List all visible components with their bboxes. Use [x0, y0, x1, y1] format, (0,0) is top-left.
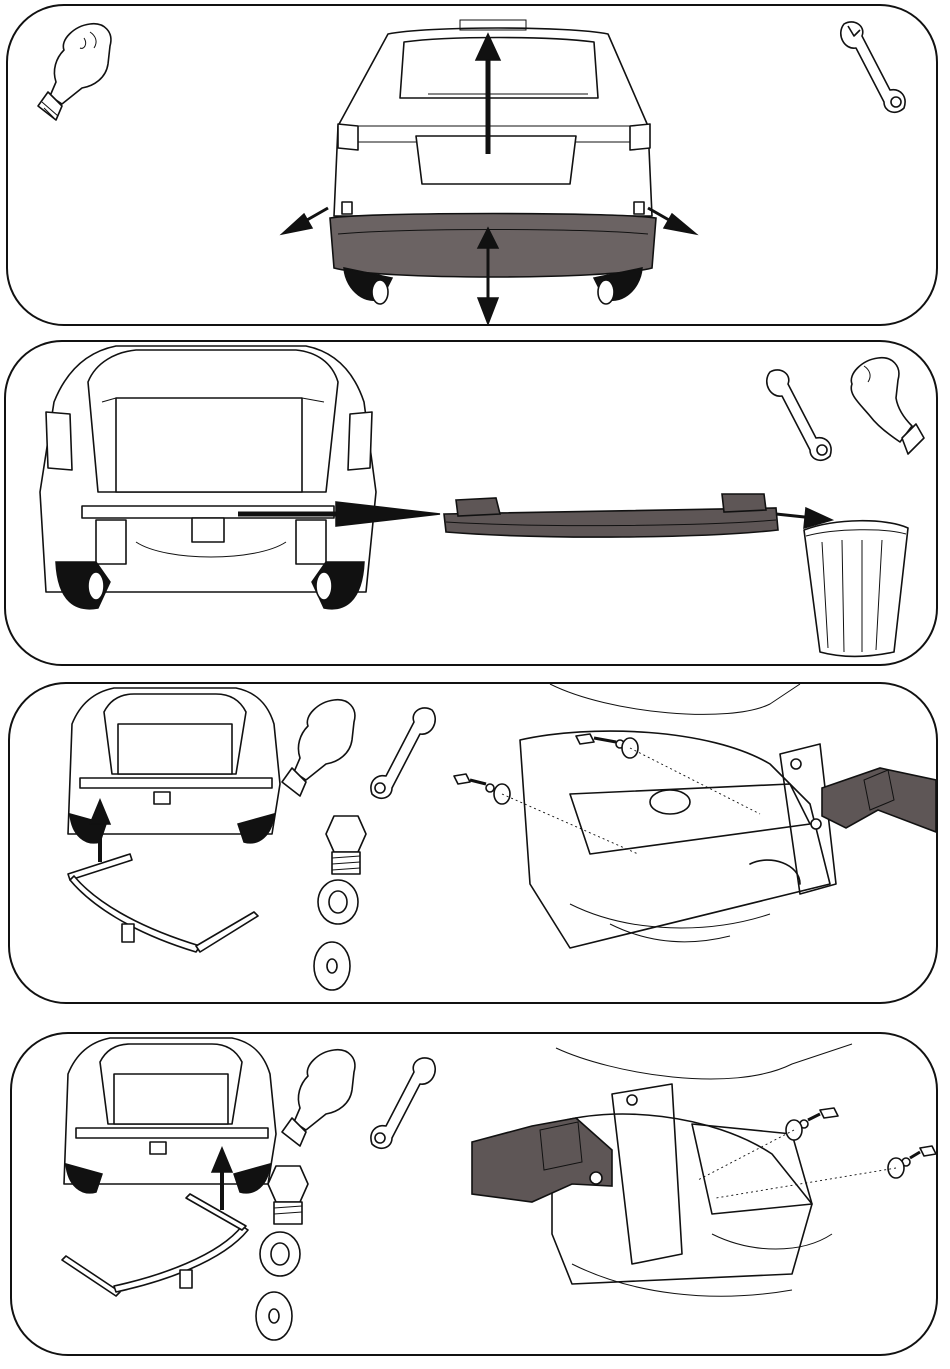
step-1-panel: [6, 4, 938, 326]
bumper-beam: [444, 494, 778, 537]
bolt-icon: [326, 816, 366, 874]
wrench-icon: [767, 370, 831, 460]
remove-arrow-head: [336, 502, 440, 526]
step-2-panel: [4, 340, 938, 666]
glove-icon: [282, 1050, 355, 1146]
step-3-panel: [8, 682, 938, 1004]
step-4-panel: [10, 1032, 938, 1356]
wrench-icon: [371, 1058, 435, 1148]
waste-bin-icon: [804, 521, 908, 657]
chassis-detail-left: [454, 684, 936, 948]
bolt-icon: [268, 1166, 308, 1224]
car-rear-view: [330, 20, 656, 304]
towbar-arm: [472, 1118, 612, 1202]
glove-icon: [38, 24, 111, 120]
glove-icon: [282, 700, 355, 796]
car-rear-small: [64, 1038, 276, 1193]
wrench-icon: [841, 22, 905, 112]
towbar-arm: [822, 768, 936, 832]
wrench-icon: [371, 708, 435, 798]
chassis-detail-right: [472, 1044, 936, 1296]
car-rear-no-bumper: [40, 346, 376, 609]
glove-icon: [851, 358, 924, 454]
towbar-assembly: [68, 854, 258, 952]
